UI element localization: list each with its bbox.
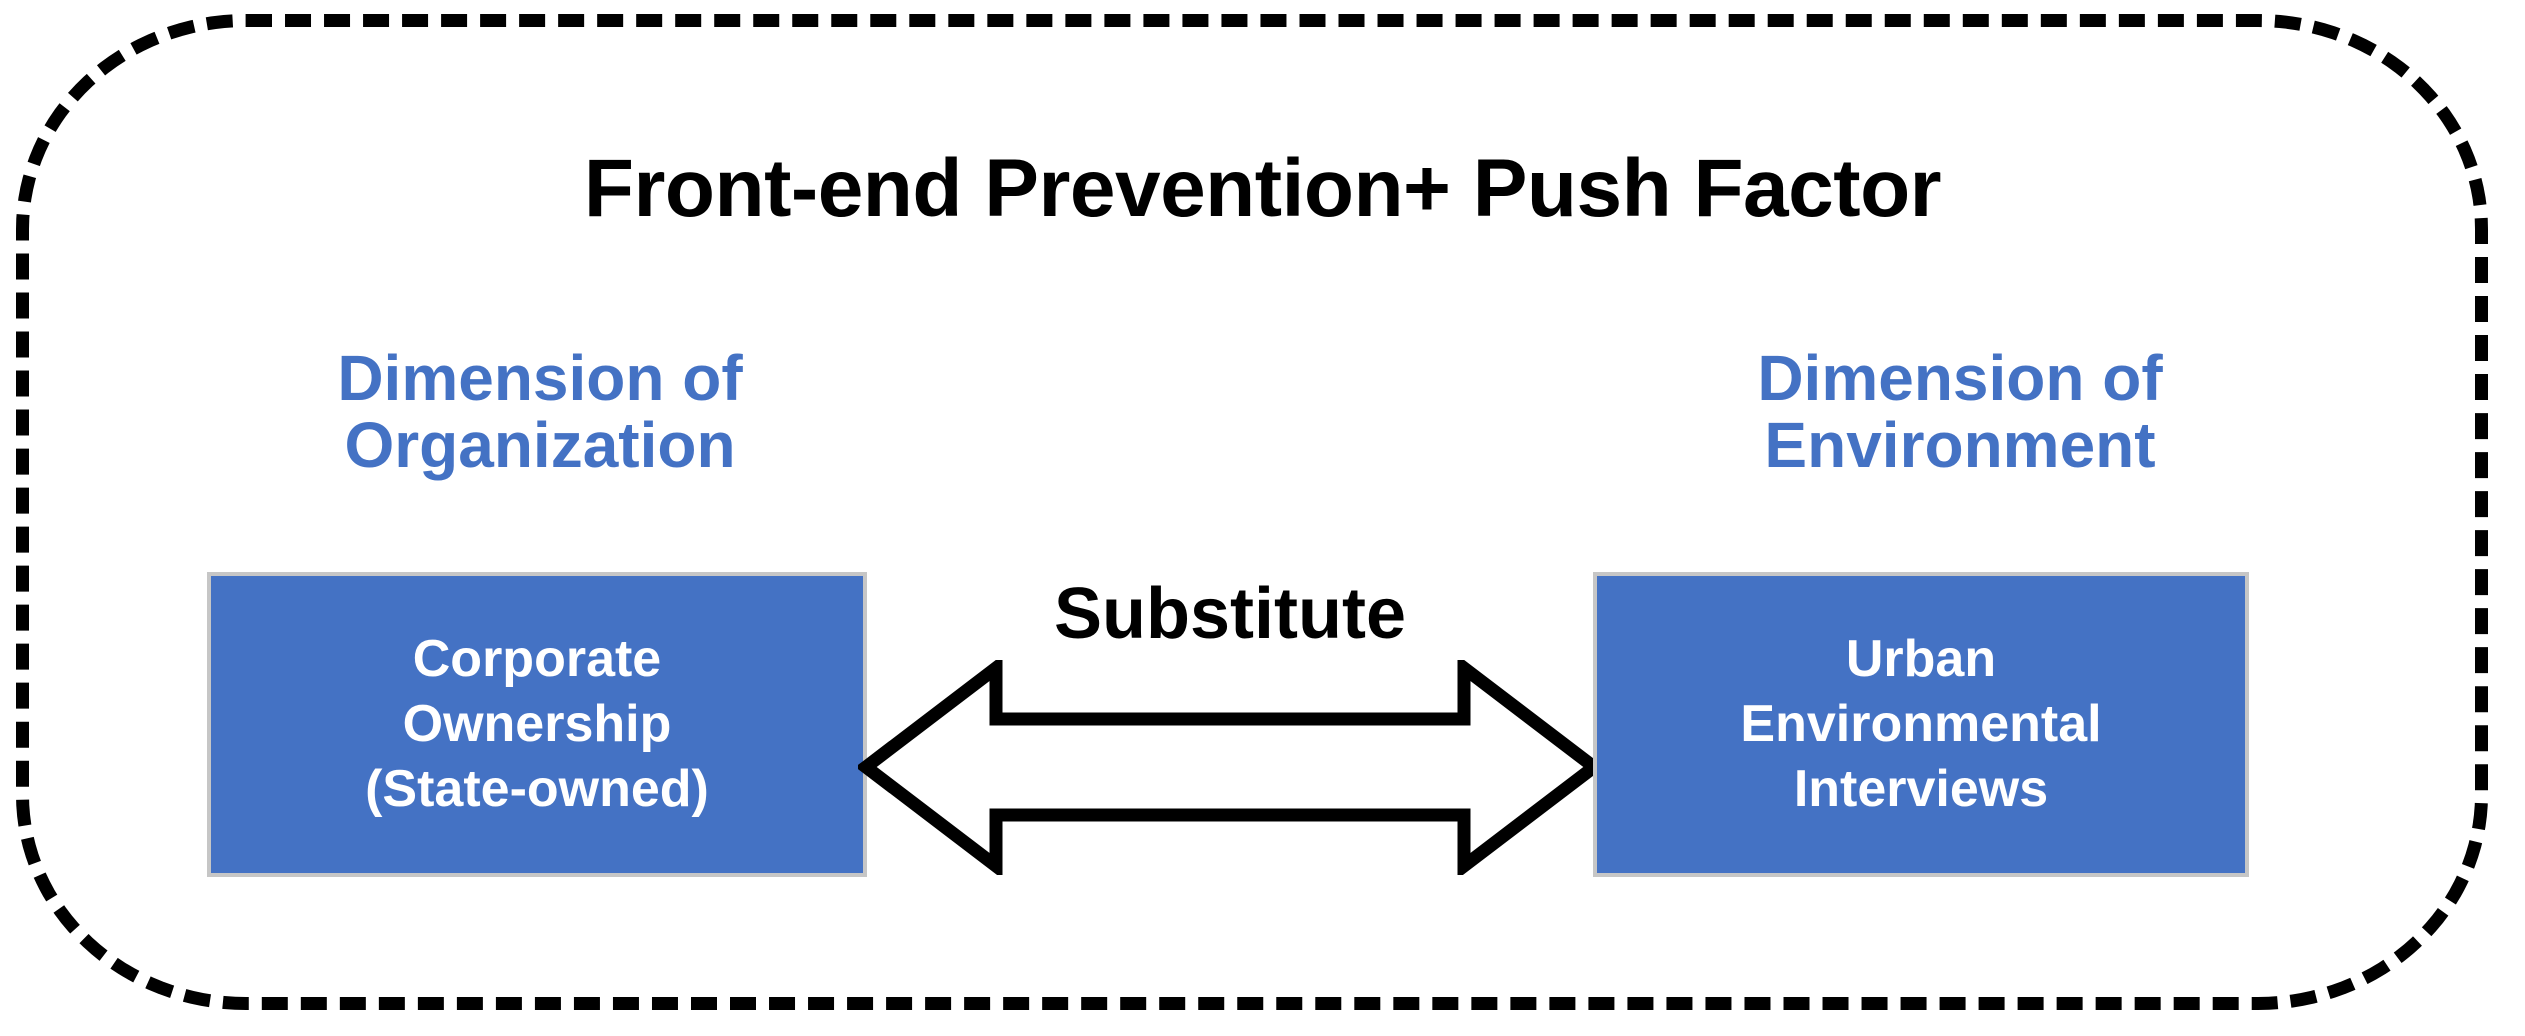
column-heading-left: Dimension of Organization <box>110 345 970 478</box>
concept-box-left-line2: Ownership <box>402 695 672 753</box>
column-heading-right: Dimension of Environment <box>1530 345 2390 478</box>
double-headed-arrow-icon <box>858 660 1602 875</box>
concept-box-corporate-ownership[interactable]: Corporate Ownership (State-owned) <box>207 572 867 877</box>
concept-box-right-line2: Environmental <box>1740 695 2102 753</box>
concept-box-left-line1: Corporate <box>412 630 662 688</box>
concept-box-right-line3: Interviews <box>1793 760 2049 818</box>
column-heading-right-line1: Dimension of <box>1757 342 2163 414</box>
connector-label-substitute: Substitute <box>1054 574 1406 654</box>
concept-box-left-line3: (State-owned) <box>365 760 709 818</box>
page-title: Front-end Prevention+ Push Factor <box>583 143 1942 234</box>
column-heading-right-line2: Environment <box>1764 408 2156 481</box>
column-heading-left-line2: Organization <box>344 408 736 481</box>
concept-box-right-line1: Urban <box>1845 630 1997 688</box>
dashed-rounded-container <box>16 14 2488 1010</box>
column-heading-left-line1: Dimension of <box>337 342 743 414</box>
concept-box-urban-environmental-interviews[interactable]: Urban Environmental Interviews <box>1593 572 2249 877</box>
